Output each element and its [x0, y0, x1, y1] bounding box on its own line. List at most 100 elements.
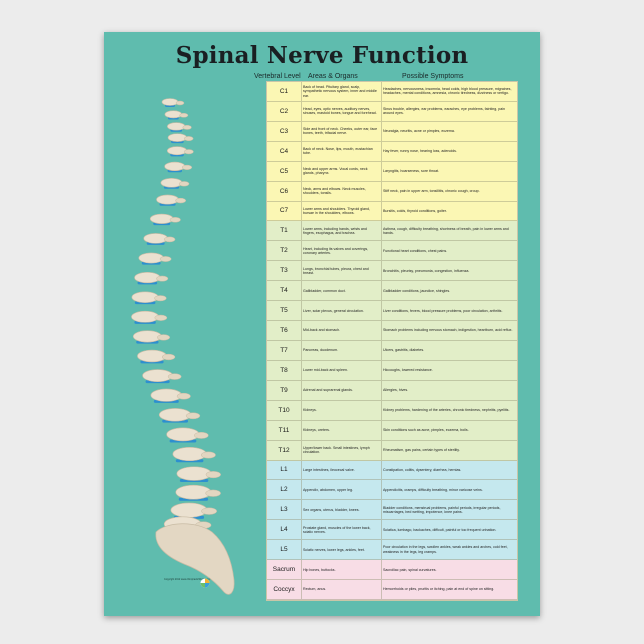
vertebral-level-cell: T12 [267, 440, 302, 460]
spinous-process [194, 432, 209, 439]
spinous-process [176, 392, 191, 400]
possible-symptoms-cell: Constipation, colitis, dysentery, diarrh… [383, 467, 462, 472]
areas-organs-cell: Head, eyes, optic nerves, auditory nerve… [303, 101, 382, 121]
vertebra [167, 133, 187, 142]
areas-organs-cell: Neck and upper arms. Vocal cords, neck g… [303, 161, 382, 181]
possible-symptoms-cell: Sinus trouble, allergies, ear problems, … [383, 107, 506, 116]
vertebral-level-cell: T5 [267, 301, 302, 321]
areas-organs-cell: Appendix, abdomen, upper leg. [303, 480, 382, 500]
vertebral-level-cell: L5 [267, 540, 302, 560]
header-areas-organs: Areas & Organs [308, 73, 358, 80]
vertebral-level-cell: Coccyx [267, 580, 302, 599]
spinous-process [161, 353, 176, 361]
possible-symptoms-cell: Skin conditions such as acne, pimples, e… [383, 428, 469, 433]
possible-symptoms-cell: Rheumatism, gas pains, certain types of … [383, 447, 460, 452]
areas-organs-cell: Liver, solar plexus, general circulation… [303, 301, 382, 321]
areas-organs-cell: Upper/lower back. Small intestines, lymp… [303, 440, 382, 460]
areas-organs-cell: Kidneys, ureters. [303, 420, 382, 440]
spinous-process [183, 136, 194, 142]
header-vertebral-level: Vertebral Level [254, 73, 301, 80]
possible-symptoms-cell: Ulcers, gastritis, diabetes. [383, 348, 425, 353]
vertebral-level-cell: T10 [267, 400, 302, 420]
possible-symptoms-cell: Kidney problems, hardening of the arteri… [383, 408, 510, 413]
possible-symptoms-cell: Asthma, cough, difficulty breathing, sho… [383, 226, 509, 235]
vertebral-level-cell: T11 [267, 420, 302, 440]
vertebral-level-cell: L2 [267, 480, 302, 500]
vertebral-level-cell: T1 [267, 221, 302, 241]
possible-symptoms-cell: Laryngitis, hoarseness, sore throat. [383, 169, 440, 174]
areas-organs-cell: Adrenal and suprarenal glands. [303, 380, 382, 400]
areas-organs-cell: Rectum, anus. [303, 580, 382, 599]
vertebral-level-cell: T8 [267, 360, 302, 380]
spinous-process [154, 314, 168, 321]
vertebra [143, 233, 168, 244]
areas-organs-cell: Sex organs, uterus, bladder, knees. [303, 500, 382, 520]
possible-symptoms-cell: Hay fever, runny nose, hearing loss, ade… [383, 149, 457, 154]
areas-organs-cell: Back of neck. Nose, lips, mouth, eustach… [303, 141, 382, 161]
areas-organs-cell: Hip bones, buttocks. [303, 560, 382, 580]
vertebra [161, 98, 179, 106]
vertebral-level-cell: T6 [267, 321, 302, 340]
vertebral-level-cell: Sacrum [267, 560, 302, 580]
areas-organs-cell: Lungs, bronchial tubes, pleura, chest an… [303, 261, 382, 281]
vertebra [164, 110, 183, 119]
spine-illustration [131, 98, 235, 595]
vertebral-level-cell: T9 [267, 380, 302, 400]
spinous-process [159, 256, 172, 262]
header-possible-symptoms: Possible Symptoms [402, 73, 464, 80]
logo-icon [200, 578, 210, 588]
spinous-process [169, 217, 181, 223]
spinous-process [205, 471, 221, 479]
vertebra [149, 213, 174, 224]
spinous-process [183, 149, 194, 155]
spinous-process [182, 125, 192, 130]
vertebral-level-cell: C6 [267, 181, 302, 201]
vertebral-level-cell: C5 [267, 161, 302, 181]
spinous-process [157, 334, 171, 341]
vertebral-level-cell: T4 [267, 281, 302, 301]
areas-organs-cell: Pancreas, duodenum. [303, 341, 382, 360]
spinous-process [156, 275, 169, 282]
spinous-process [167, 373, 182, 380]
possible-symptoms-cell: Sacroiliac pain, spinal curvatures. [383, 567, 437, 572]
vertebral-level-cell: C4 [267, 141, 302, 161]
areas-organs-cell: Lower mid-back and spleen. [303, 360, 382, 380]
spinous-process [205, 489, 221, 497]
sacrum-coccyx [155, 523, 235, 595]
vertebral-level-cell: L4 [267, 520, 302, 540]
areas-organs-cell: Sciatic nerves, lower legs, ankles, feet… [303, 540, 382, 560]
vertebral-level-cell: T2 [267, 241, 302, 261]
possible-symptoms-cell: Appendicitis, cramps, difficulty breathi… [383, 487, 483, 492]
possible-symptoms-cell: Neuralgia, neuritis, acne or pimples, ec… [383, 129, 455, 134]
vertebra [138, 252, 164, 264]
areas-organs-cell: Neck, arms and elbows. Neck muscles, sho… [303, 181, 382, 201]
spinous-process [200, 451, 216, 459]
possible-symptoms-cell: Stomach problems including nervous stoma… [383, 328, 513, 333]
areas-organs-cell: Large intestines, ileocecal valve. [303, 460, 382, 480]
possible-symptoms-cell: Allergies, hives. [383, 388, 409, 393]
possible-symptoms-cell: Liver conditions, fevers, blood pressure… [383, 308, 503, 313]
areas-organs-cell: Gallbladder, common duct. [303, 281, 382, 301]
possible-symptoms-cell: Gallbladder conditions, jaundice, shingl… [383, 288, 451, 293]
possible-symptoms-cell: Hiccoughs, lowered resistance. [383, 368, 433, 373]
possible-symptoms-cell: Bladder conditions, menstrual problems, … [383, 505, 501, 514]
vertebra [166, 146, 188, 156]
